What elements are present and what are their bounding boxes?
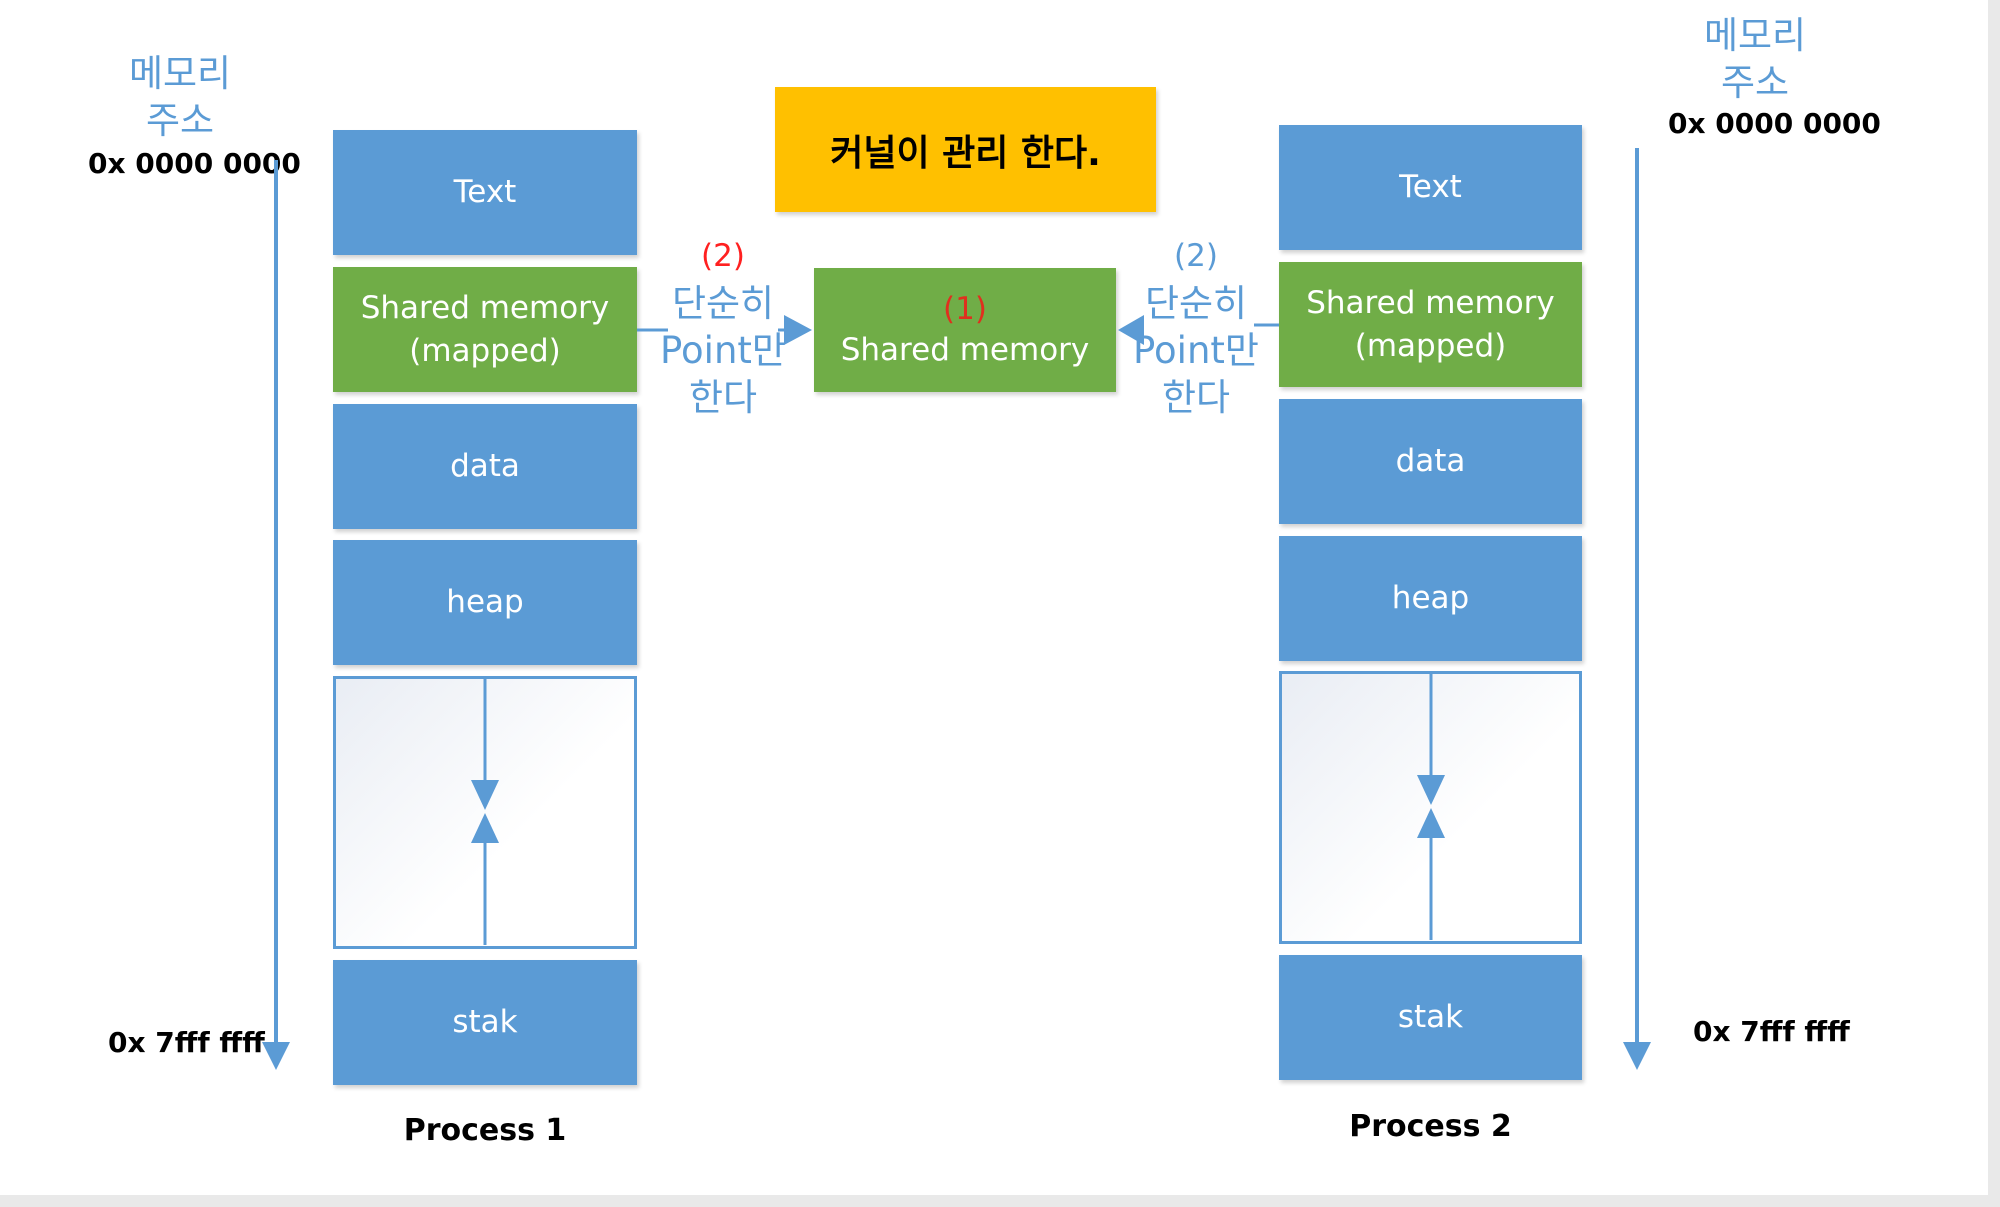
left-heap-growth-arrowhead <box>471 780 499 810</box>
right-stack-growth-arrowhead <box>1417 808 1445 838</box>
left-stack-growth-arrowhead <box>471 813 499 843</box>
right-heap-growth-arrowhead <box>1417 775 1445 805</box>
left-address-end: 0x 7fff ffff <box>108 1026 265 1059</box>
kernel-note: 커널이 관리 한다. <box>775 87 1156 212</box>
left-stack-segment: stak <box>333 960 637 1085</box>
left-address-axis-arrowhead <box>262 1042 290 1070</box>
left-link-number: (2) <box>701 238 745 274</box>
right-address-start: 0x 0000 0000 <box>1668 107 1881 140</box>
right-text-segment: Text <box>1279 125 1582 250</box>
right-data-segment: data <box>1279 399 1582 524</box>
right-shared-memory-mapped-segment: Shared memory (mapped) <box>1279 262 1582 387</box>
left-data-segment: data <box>333 404 637 529</box>
right-address-axis-arrowhead <box>1623 1042 1651 1070</box>
right-link-note: (2) 단순히 Point만 한다 <box>1123 232 1269 421</box>
left-link-text: 단순히 Point만 한다 <box>660 282 786 419</box>
left-address-start: 0x 0000 0000 <box>88 147 301 180</box>
shared-memory-label: Shared memory <box>840 331 1090 368</box>
left-heap-segment: heap <box>333 540 637 665</box>
right-heap-segment: heap <box>1279 536 1582 661</box>
right-address-end: 0x 7fff ffff <box>1693 1015 1850 1048</box>
left-memory-address-label: 메모리 주소 <box>128 52 232 142</box>
left-mapping-arrowhead <box>784 315 812 345</box>
left-shared-memory-mapped-segment: Shared memory (mapped) <box>333 267 637 392</box>
left-link-note: (2) 단순히 Point만 한다 <box>650 232 796 421</box>
shared-memory-number: (1) <box>943 290 987 327</box>
right-link-text: 단순히 Point만 한다 <box>1133 282 1259 419</box>
right-memory-address-label: 메모리 주소 <box>1703 14 1807 104</box>
right-mapping-arrowhead <box>1118 315 1144 345</box>
right-link-number: (2) <box>1174 238 1218 274</box>
kernel-shared-memory: (1) Shared memory <box>814 268 1116 392</box>
left-process-label: Process 1 <box>403 1113 567 1148</box>
right-process-label: Process 2 <box>1349 1109 1512 1144</box>
right-stack-segment: stak <box>1279 955 1582 1080</box>
left-text-segment: Text <box>333 130 637 255</box>
